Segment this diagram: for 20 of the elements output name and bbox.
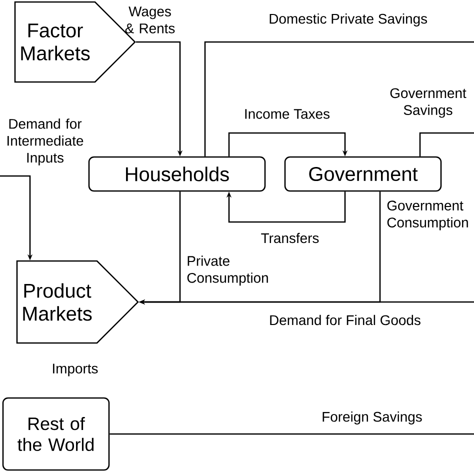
- edge-label: Government Consumption: [387, 200, 468, 230]
- sector-box: Households: [88, 156, 266, 192]
- pentagon-box: Product Markets: [16, 260, 139, 344]
- edge-label: Demand for Intermediate Inputs: [8, 118, 84, 166]
- edge-label: Government Savings: [390, 88, 466, 118]
- sector-box: Government: [284, 156, 442, 192]
- edge-label: Domestic Private Savings: [270, 14, 428, 26]
- edge-label: Demand for Final Goods: [270, 314, 420, 326]
- flow-arrow: [228, 132, 348, 156]
- edge-label: Income Taxes: [245, 109, 330, 119]
- edge-label: Private Consumption: [187, 256, 268, 286]
- flow-line: [419, 132, 474, 156]
- flow-label: Imports: [53, 364, 98, 376]
- edge-label: Transfers: [261, 232, 319, 244]
- flow-line: [204, 41, 474, 156]
- flow-line: [110, 433, 474, 435]
- flow-arrow: [226, 192, 346, 223]
- edge-label: Foreign Savings: [322, 412, 422, 424]
- sector-box: Rest of the World: [2, 397, 110, 471]
- edge-label: Wages & Rents: [125, 6, 175, 34]
